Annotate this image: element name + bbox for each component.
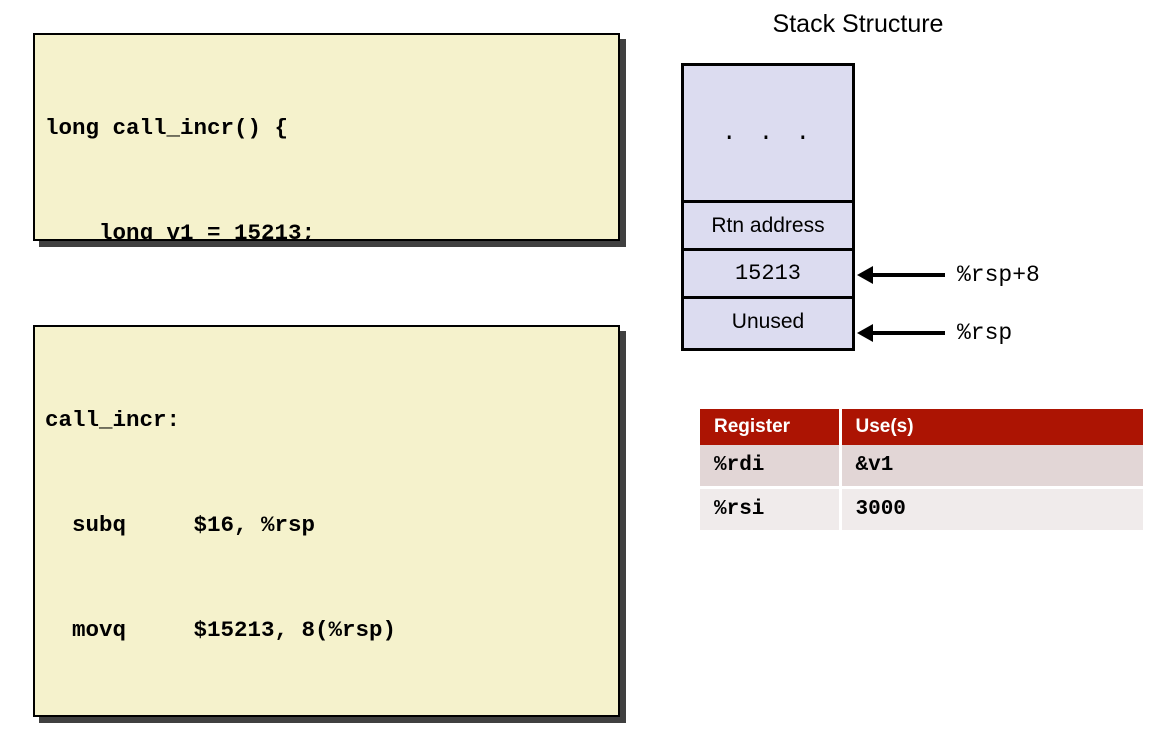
- cell-register-use: 3000: [840, 487, 1143, 533]
- stack-cell-value: 15213: [684, 248, 852, 296]
- cell-register-name: %rdi: [700, 445, 842, 489]
- register-usage-table: Register Use(s) %rdi &v1 %rsi 3000: [700, 409, 1143, 533]
- stack-pointer-annotation-rsp: %rsp: [857, 320, 1013, 346]
- c-source-code-box: long call_incr() { long v1 = 15213; long…: [33, 33, 620, 241]
- column-header-uses: Use(s): [840, 409, 1143, 445]
- left-arrow-icon: [857, 324, 945, 342]
- stack-pointer-annotation-rsp-plus-8: %rsp+8: [857, 262, 1040, 288]
- column-header-register: Register: [700, 409, 842, 445]
- asm-code-line: movq $15213, 8(%rsp): [45, 617, 397, 643]
- table-header-row: Register Use(s): [700, 409, 1143, 445]
- c-code-line: long v1 = 15213;: [45, 220, 316, 241]
- c-code-line: long call_incr() {: [45, 115, 289, 141]
- stack-cell-ellipsis: . . .: [684, 66, 852, 200]
- cell-register-use: &v1: [840, 445, 1143, 489]
- table-row: %rdi &v1: [700, 445, 1143, 489]
- stack-structure-title: Stack Structure: [772, 10, 944, 38]
- asm-code-line: subq $16, %rsp: [45, 512, 316, 538]
- cell-register-name: %rsi: [700, 487, 842, 533]
- asm-code-label: call_incr:: [45, 407, 181, 433]
- stack-diagram: . . . Rtn address 15213 Unused: [681, 63, 855, 351]
- stack-cell-rtn-address: Rtn address: [684, 200, 852, 248]
- table-row: %rsi 3000: [700, 487, 1143, 533]
- stack-cell-unused: Unused: [684, 296, 852, 345]
- pointer-label: %rsp+8: [957, 262, 1040, 288]
- assembly-code-box: call_incr: subq $16, %rsp movq $15213, 8…: [33, 325, 620, 717]
- left-arrow-icon: [857, 266, 945, 284]
- pointer-label: %rsp: [957, 320, 1013, 346]
